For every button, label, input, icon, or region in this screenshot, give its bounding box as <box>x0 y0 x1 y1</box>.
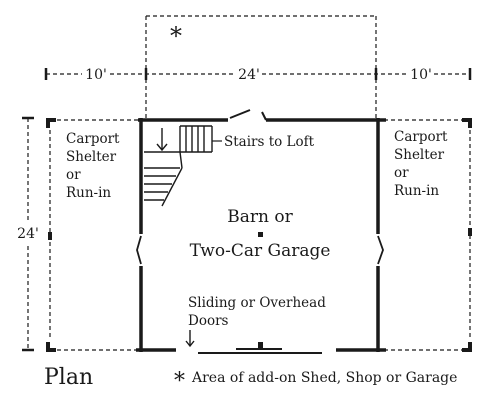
top-dimension-line <box>44 68 472 80</box>
left-area-line4: Run-in <box>66 185 111 201</box>
stairs <box>144 125 213 207</box>
center-post <box>258 232 263 237</box>
right-area-line3: or <box>394 165 409 181</box>
right-area-line2: Shelter <box>394 147 445 163</box>
center-area-line1: Barn or <box>227 207 293 227</box>
addon-asterisk: * <box>170 22 182 50</box>
bottom-sliding-doors <box>198 348 322 354</box>
left-shelter-posts <box>46 118 56 352</box>
right-shelter-posts <box>462 118 472 352</box>
barn-walls <box>136 118 386 352</box>
side-dimension-line <box>22 116 34 352</box>
dimension-center-width: 24' <box>238 67 260 83</box>
left-side-door <box>136 235 142 265</box>
doors-label-line1: Sliding or Overhead <box>188 295 326 311</box>
dimension-right-width: 10' <box>410 67 432 83</box>
doors-leader-arrow <box>185 330 195 348</box>
center-area-line2: Two-Car Garage <box>190 241 331 261</box>
top-door <box>229 109 267 121</box>
doors-label-line2: Doors <box>188 313 229 329</box>
stairs-label: Stairs to Loft <box>224 134 315 150</box>
legend-text: Area of add-on Shed, Shop or Garage <box>191 370 457 386</box>
right-area-line1: Carport <box>394 129 448 145</box>
left-area-line3: or <box>66 167 81 183</box>
door-center-post <box>258 342 263 348</box>
dimension-depth: 24' <box>17 226 39 242</box>
left-area-line2: Shelter <box>66 149 117 165</box>
plan-title: Plan <box>44 365 93 390</box>
left-area-line1: Carport <box>66 131 120 147</box>
legend-symbol: * <box>174 369 185 394</box>
addon-area-outline <box>145 15 377 118</box>
right-area-line4: Run-in <box>394 183 439 199</box>
dimension-left-width: 10' <box>85 67 107 83</box>
right-side-door <box>377 235 384 265</box>
